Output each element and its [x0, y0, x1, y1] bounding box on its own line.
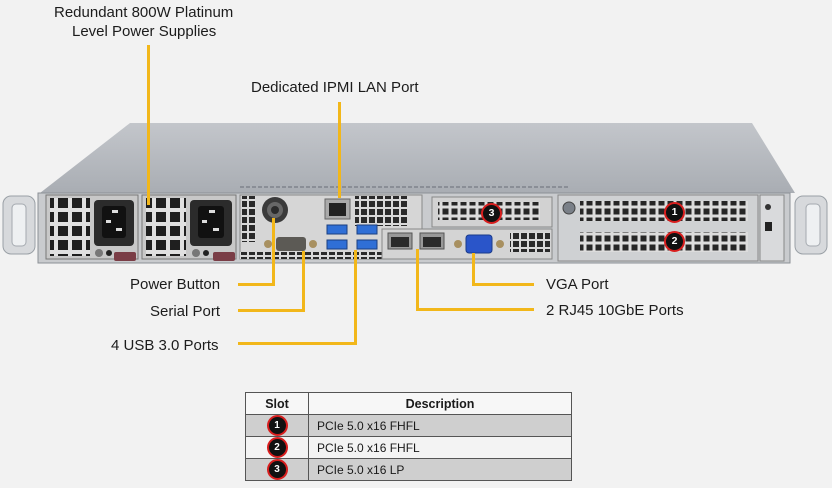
table-row: 2 PCIe 5.0 x16 FHFL — [245, 436, 572, 459]
callout-rj45-ports: 2 RJ45 10GbE Ports — [546, 302, 684, 319]
leader-line-vga-h — [472, 283, 534, 286]
io-vent-center — [355, 196, 407, 226]
slot-badge: 3 — [266, 459, 288, 480]
callout-power-button: Power Button — [130, 276, 221, 293]
leader-line-serial-h — [238, 309, 305, 312]
chassis-slot-2-badge: 2 — [664, 231, 685, 252]
io-vent-right — [510, 232, 550, 252]
psu-2-release-latch[interactable] — [213, 252, 235, 261]
psu-1-release-latch[interactable] — [114, 252, 136, 261]
slot-description: PCIe 5.0 x16 LP — [308, 458, 572, 481]
left-rack-handle — [2, 195, 36, 255]
leader-line-usb-h — [238, 342, 357, 345]
leader-line-rj45-h — [416, 308, 534, 311]
callout-power-supplies-line2: Level Power Supplies — [72, 23, 217, 40]
leader-line-power-button-v — [272, 218, 275, 286]
rj45-10gbe-ports[interactable] — [387, 232, 445, 250]
pcie-slot-table: Slot Description 1 PCIe 5.0 x16 FHFL 2 P… — [245, 392, 572, 481]
table-row: 3 PCIe 5.0 x16 LP — [245, 458, 572, 481]
usb-ports[interactable] — [326, 224, 378, 250]
power-button[interactable] — [262, 197, 288, 223]
slot-badge: 1 — [266, 415, 288, 436]
callout-vga-port: VGA Port — [546, 276, 609, 293]
ipmi-lan-port[interactable] — [324, 198, 351, 220]
slot-description: PCIe 5.0 x16 FHFL — [308, 414, 572, 437]
leader-line-power-supplies — [147, 45, 150, 205]
chassis-top-cover — [40, 123, 795, 193]
leader-line-ipmi-lan — [338, 102, 341, 198]
callout-usb-ports: 4 USB 3.0 Ports — [111, 337, 219, 354]
leader-line-serial-v — [302, 251, 305, 311]
leader-line-power-button-h — [238, 283, 275, 286]
slot-table-header-row: Slot Description — [245, 392, 572, 415]
io-vent-left — [242, 196, 256, 242]
chassis-slot-3-badge: 3 — [481, 203, 502, 224]
table-row: 1 PCIe 5.0 x16 FHFL — [245, 414, 572, 437]
leader-line-usb-v — [354, 250, 357, 345]
leader-line-rj45-v — [416, 249, 419, 311]
serial-port[interactable] — [264, 237, 317, 251]
chassis-slot-1-badge: 1 — [664, 202, 685, 223]
right-rack-handle — [794, 195, 828, 255]
slot-column-header: Slot — [245, 392, 309, 415]
description-column-header: Description — [308, 392, 572, 415]
callout-ipmi-lan-port: Dedicated IPMI LAN Port — [251, 79, 419, 96]
vga-port[interactable] — [454, 234, 504, 254]
power-supply-1 — [45, 194, 139, 261]
callout-power-supplies-line1: Redundant 800W Platinum — [54, 4, 234, 21]
callout-serial-port: Serial Port — [150, 303, 221, 320]
leader-line-vga-v — [472, 253, 475, 286]
power-supply-2 — [141, 194, 237, 261]
slot-badge: 2 — [266, 437, 288, 458]
slot-description: PCIe 5.0 x16 FHFL — [308, 436, 572, 459]
